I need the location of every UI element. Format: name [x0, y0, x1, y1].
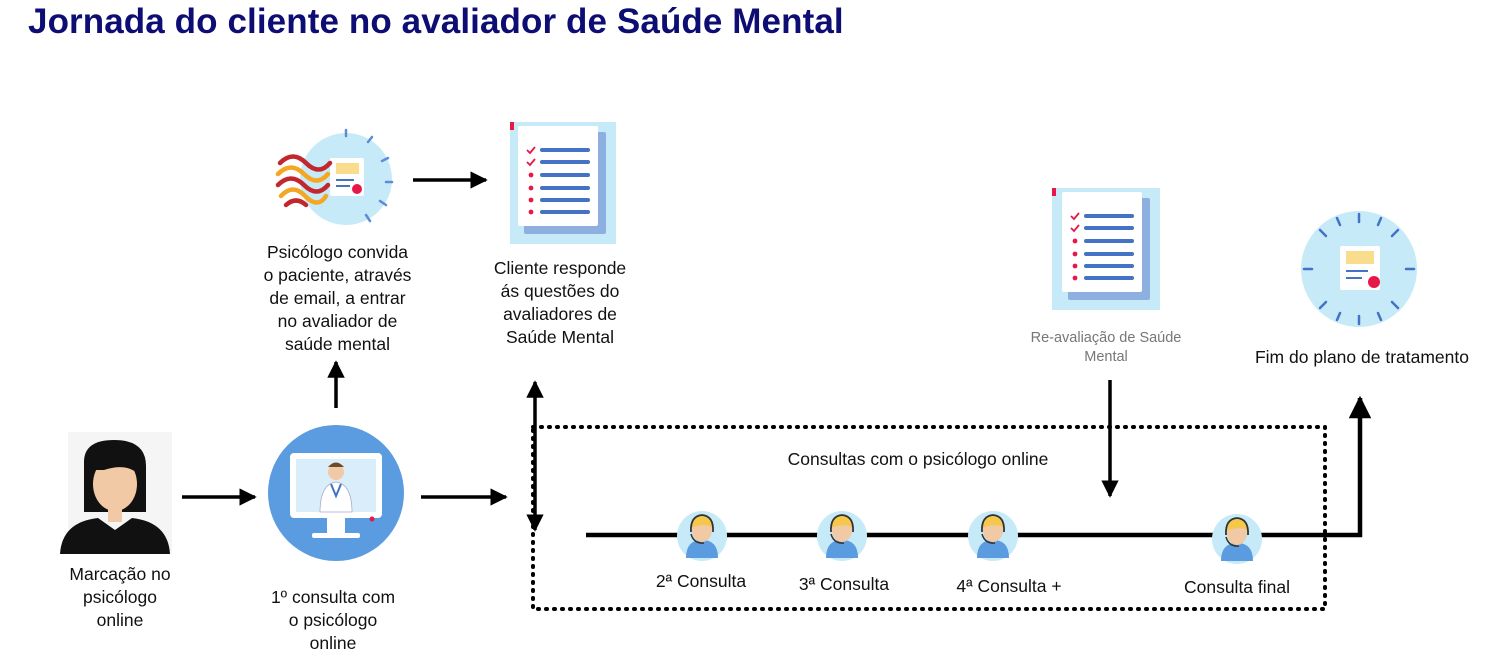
consultations-box-label: Consultas com o psicólogo online — [787, 449, 1049, 469]
consult-4-label: 4ª Consulta + — [956, 576, 1062, 596]
first-consult-label: 1º consulta com o psicólogo online — [270, 587, 396, 653]
respond-label: Cliente responde ás questões do avaliado… — [493, 258, 627, 347]
consult-2-label: 2ª Consulta — [655, 571, 747, 591]
consult-node-final — [1212, 514, 1262, 564]
invite-label: Psicólogo convida o paciente, através de… — [263, 242, 412, 354]
reassessment-document-icon — [1052, 188, 1160, 310]
patient-woman-icon — [60, 432, 172, 554]
consult-node-3 — [817, 511, 867, 561]
brain-certificate-icon — [275, 128, 394, 225]
consult-3-label: 3ª Consulta — [798, 574, 890, 594]
questionnaire-document-icon — [510, 122, 616, 244]
page-title: Jornada do cliente no avaliador de Saúde… — [28, 2, 844, 41]
consult-node-4 — [968, 511, 1018, 561]
consult-final-label: Consulta final — [1183, 577, 1291, 597]
consultations-box — [531, 425, 1327, 611]
consult-node-2 — [677, 511, 727, 561]
certificate-end-icon — [1301, 211, 1417, 327]
end-label: Fim do plano de tratamento — [1254, 347, 1469, 367]
booking-label: Marcação no psicólogo online — [69, 564, 171, 630]
reassessment-label: Re-avaliação de Saúde Mental — [1030, 330, 1182, 365]
online-consult-monitor-icon — [268, 425, 404, 561]
